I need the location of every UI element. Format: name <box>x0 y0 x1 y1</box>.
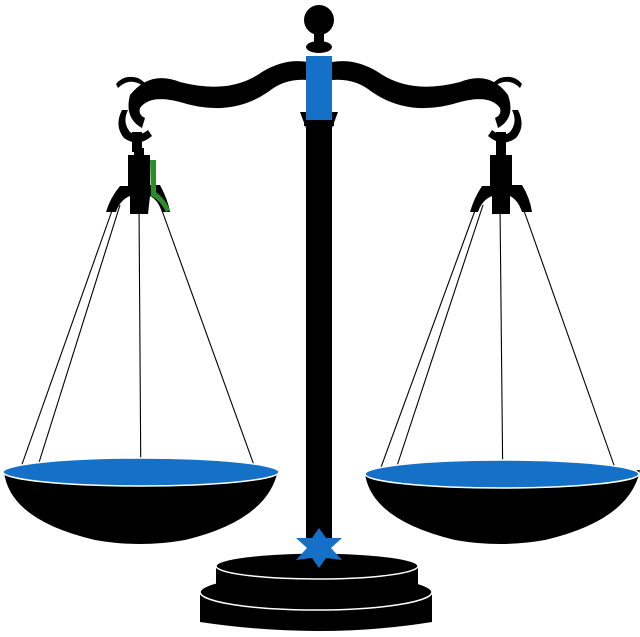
top-finial <box>304 5 334 53</box>
post-collar <box>306 56 332 122</box>
base-star-ornament <box>296 528 342 568</box>
left-beam-scroll <box>116 76 152 152</box>
left-pan-surface <box>2 457 280 487</box>
right-pan-surface <box>364 459 640 489</box>
right-pan-assembly <box>364 148 640 544</box>
right-beam-scroll <box>486 76 522 152</box>
balance-beam <box>128 61 308 128</box>
right-pan-strings <box>379 204 616 501</box>
central-post <box>296 112 342 568</box>
right-pan-hanger <box>470 148 532 214</box>
left-pan-assembly <box>2 148 280 544</box>
right-pan-bowl <box>365 470 640 544</box>
left-pan-strings <box>19 204 256 501</box>
pedestal-base <box>199 552 433 631</box>
left-pan-hanger <box>106 148 170 214</box>
left-pan-bowl <box>4 470 278 544</box>
